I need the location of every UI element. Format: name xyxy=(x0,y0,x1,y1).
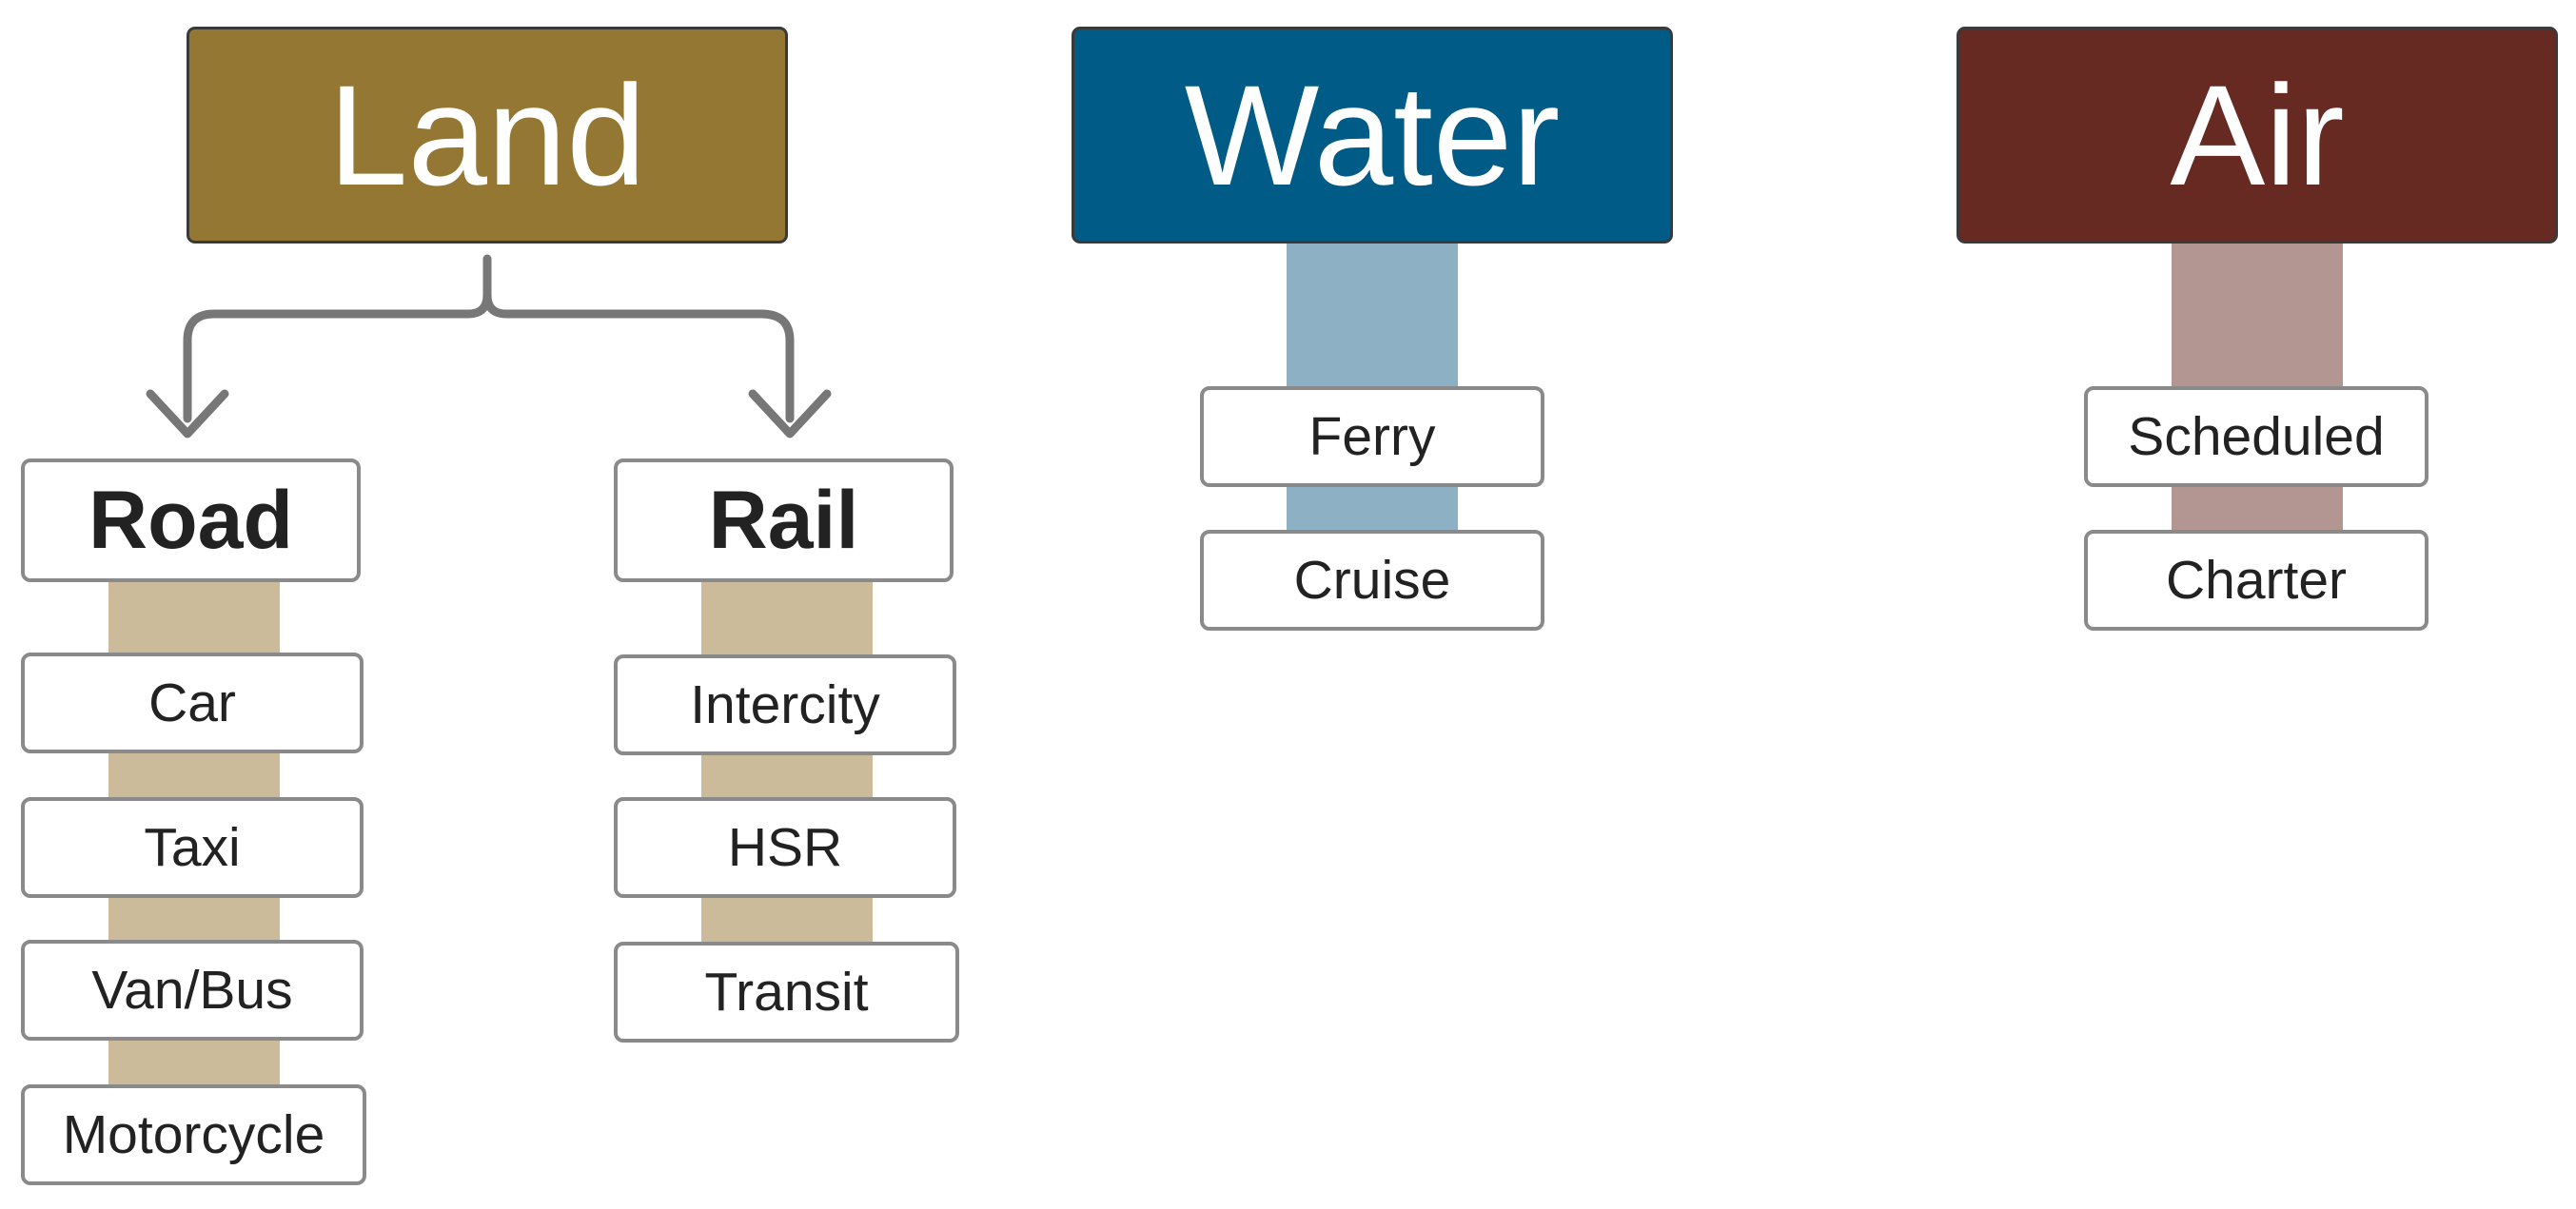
air-item-charter-label: Charter xyxy=(2165,549,2348,611)
air-item-charter: Charter xyxy=(2084,530,2429,631)
rail-arrowhead xyxy=(748,389,832,439)
water-header: Water xyxy=(1072,27,1673,244)
road-item-van-bus: Van/Bus xyxy=(21,940,364,1041)
road-item-car: Car xyxy=(21,653,364,753)
water-item-cruise: Cruise xyxy=(1200,530,1544,631)
water-header-label: Water xyxy=(1184,55,1561,215)
road-item-car-label: Car xyxy=(148,672,236,733)
air-header: Air xyxy=(1957,27,2558,244)
road-item-motorcycle: Motorcycle xyxy=(21,1084,366,1185)
rail-item-hsr-label: HSR xyxy=(727,816,843,878)
road-item-van-bus-label: Van/Bus xyxy=(91,959,293,1021)
road-item-motorcycle-label: Motorcycle xyxy=(62,1103,325,1165)
rail-item-transit: Transit xyxy=(614,942,959,1043)
rail-item-transit-label: Transit xyxy=(704,961,869,1023)
road-box: Road xyxy=(21,458,361,582)
air-header-label: Air xyxy=(2170,55,2345,215)
road-item-taxi-label: Taxi xyxy=(144,816,241,878)
road-item-taxi: Taxi xyxy=(21,797,364,898)
road-arrowhead xyxy=(146,389,229,439)
rail-item-intercity: Intercity xyxy=(614,654,956,755)
air-item-scheduled-label: Scheduled xyxy=(2128,405,2385,467)
land-header-label: Land xyxy=(328,55,646,215)
rail-box: Rail xyxy=(614,458,954,582)
rail-label: Rail xyxy=(708,475,859,566)
road-label: Road xyxy=(88,475,293,566)
water-item-cruise-label: Cruise xyxy=(1293,549,1451,611)
rail-item-intercity-label: Intercity xyxy=(690,673,880,735)
water-item-ferry-label: Ferry xyxy=(1308,405,1436,467)
air-item-scheduled: Scheduled xyxy=(2084,386,2429,487)
land-branch-connector xyxy=(183,254,795,423)
rail-item-hsr: HSR xyxy=(614,797,956,898)
land-header: Land xyxy=(187,27,788,244)
water-item-ferry: Ferry xyxy=(1200,386,1544,487)
